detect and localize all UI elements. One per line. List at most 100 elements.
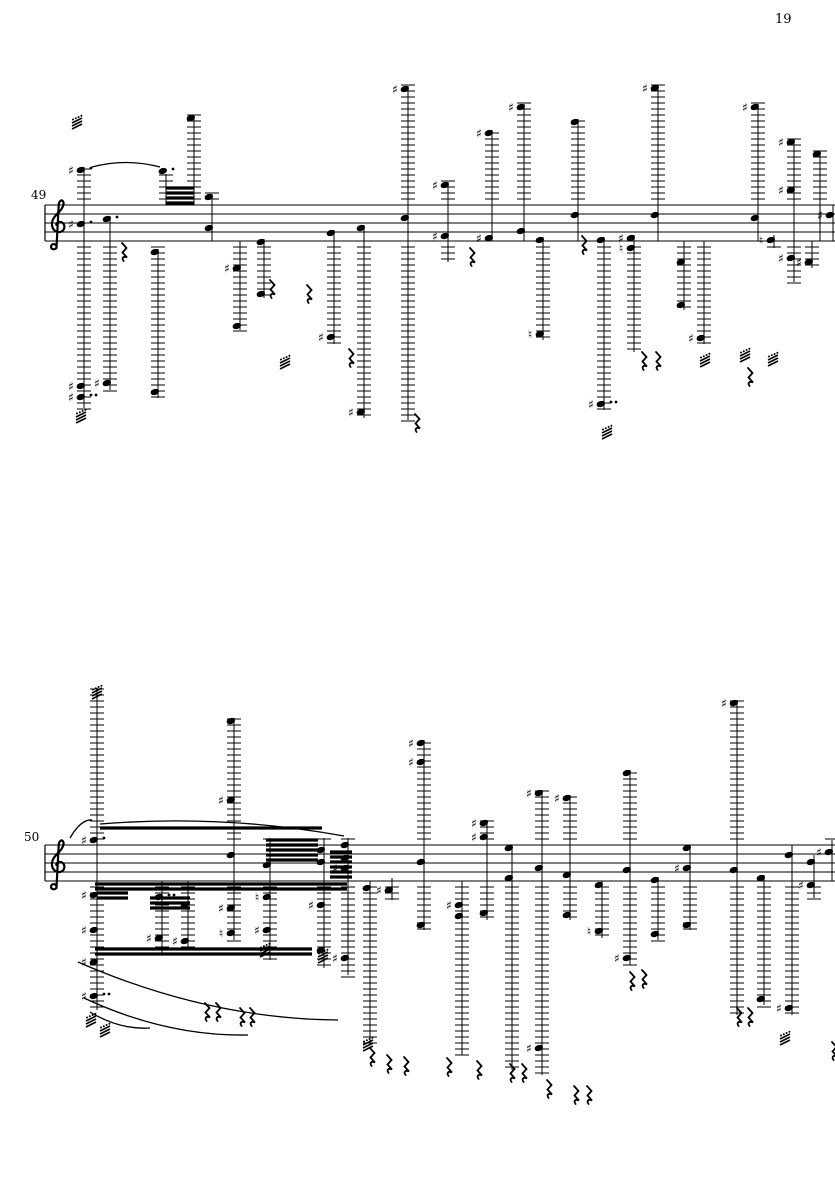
notehead xyxy=(440,232,449,240)
augmentation-dot xyxy=(609,400,613,404)
sharp-icon: ♯ xyxy=(146,932,152,946)
notehead xyxy=(766,236,775,244)
notehead xyxy=(226,904,235,912)
note-event: ♯ xyxy=(742,101,765,241)
notehead xyxy=(650,876,659,884)
notehead xyxy=(154,934,163,942)
sharp-icon: ♯ xyxy=(94,377,100,391)
notehead xyxy=(682,921,691,929)
slur xyxy=(89,1011,151,1029)
notehead xyxy=(204,224,213,232)
note-event: ♯ xyxy=(446,881,469,1056)
note-event xyxy=(812,150,827,241)
quarter-rest xyxy=(414,413,421,433)
notehead xyxy=(180,937,189,945)
notehead xyxy=(416,858,425,866)
note-event: ♯ xyxy=(816,838,835,881)
note-event: ♯ xyxy=(614,769,637,966)
notehead xyxy=(89,836,98,844)
note-event xyxy=(676,241,691,310)
quarter-rest xyxy=(215,1002,222,1022)
sharp-icon: ♯ xyxy=(554,792,560,806)
notehead xyxy=(750,214,759,222)
notehead xyxy=(596,400,605,408)
notehead xyxy=(102,215,111,223)
quarter-rest xyxy=(239,1007,246,1027)
quarter-rest xyxy=(476,1060,483,1080)
quarter-rest xyxy=(121,242,128,262)
note-event: ♯ xyxy=(776,845,799,1016)
notehead xyxy=(89,926,98,934)
sharp-icon: ♯ xyxy=(817,209,823,223)
note-event: ♮♯ xyxy=(254,838,277,960)
note-event: ♯♯ xyxy=(408,737,431,930)
quarter-rest xyxy=(581,235,588,255)
notehead xyxy=(650,84,659,92)
sharp-icon: ♯ xyxy=(778,252,784,266)
sharp-icon: ♯ xyxy=(172,935,178,949)
sharp-icon: ♯ xyxy=(798,879,804,893)
sharp-icon: ♯ xyxy=(224,262,230,276)
notehead xyxy=(158,167,167,175)
augmentation-dot xyxy=(102,836,106,840)
notehead xyxy=(784,1004,793,1012)
notehead xyxy=(804,258,813,266)
sharp-icon: ♯ xyxy=(318,331,324,345)
quarter-rest xyxy=(306,284,313,304)
notehead xyxy=(750,103,759,111)
notehead xyxy=(626,244,635,252)
note-event xyxy=(204,192,219,241)
notehead xyxy=(89,891,98,899)
note-event: ♮ xyxy=(759,234,781,248)
quarter-rest xyxy=(586,1085,593,1105)
notehead xyxy=(806,881,815,889)
notehead xyxy=(440,181,449,189)
quarter-rest xyxy=(736,1007,743,1027)
notehead xyxy=(316,846,325,854)
sharp-icon: ♯ xyxy=(526,1042,532,1056)
slur xyxy=(91,161,161,168)
note-event: ♯ xyxy=(688,241,711,346)
note-event: ♯ xyxy=(798,855,821,900)
tremolo-grace-cluster xyxy=(279,353,292,370)
note-event xyxy=(504,844,519,1070)
sharp-icon: ♯ xyxy=(446,899,452,913)
note-event xyxy=(570,118,585,241)
augmentation-dot xyxy=(614,400,618,404)
sharp-icon: ♯ xyxy=(432,179,438,193)
slur xyxy=(83,997,249,1036)
augmentation-dot xyxy=(172,893,176,897)
notehead xyxy=(256,290,265,298)
tremolo-grace-cluster xyxy=(739,346,752,363)
slur xyxy=(77,961,339,1021)
note-event: ♯♯♯♯ xyxy=(68,164,98,410)
quarter-rest xyxy=(655,351,662,371)
quarter-rest xyxy=(573,1085,580,1105)
sharp-icon: ♯ xyxy=(816,846,822,860)
treble-clef xyxy=(49,839,66,891)
note-event: ♯ xyxy=(224,241,247,332)
quarter-rest xyxy=(348,348,355,368)
notehead xyxy=(562,871,571,879)
quarter-rest xyxy=(446,1057,453,1077)
notehead xyxy=(756,874,765,882)
sharp-icon: ♯ xyxy=(778,136,784,150)
notehead xyxy=(76,166,85,174)
sharp-icon: ♯ xyxy=(348,406,354,420)
sharp-icon: ♯ xyxy=(508,101,514,115)
sharp-icon: ♯ xyxy=(476,232,482,246)
notehead xyxy=(696,334,705,342)
sharp-icon: ♯ xyxy=(68,164,74,178)
notehead xyxy=(650,211,659,219)
notehead xyxy=(262,893,271,901)
natural-icon: ♮ xyxy=(759,234,763,248)
notehead xyxy=(479,819,488,827)
notehead xyxy=(340,954,349,962)
sharp-icon: ♯ xyxy=(218,902,224,916)
note-event xyxy=(362,881,377,1045)
quarter-rest xyxy=(747,1007,754,1027)
note-event: ♯ xyxy=(508,101,531,241)
sharp-icon: ♯ xyxy=(68,380,74,394)
notehead xyxy=(384,886,393,894)
